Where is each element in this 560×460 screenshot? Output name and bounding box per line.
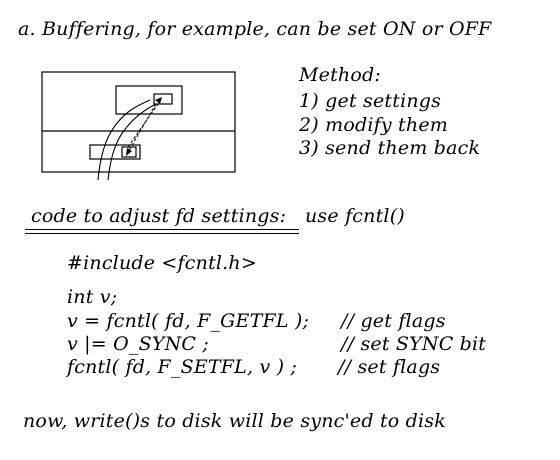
method-step-1: 1) get settings (299, 90, 442, 112)
code-comment-get: // get flags (341, 310, 446, 332)
get-arrow-head (155, 97, 162, 104)
upper-flag-box (153, 93, 173, 105)
set-arrow (127, 103, 157, 153)
pipe-left-stroke (97, 99, 151, 181)
code-line-set: fcntl( fd, F_SETFL, v ) ; (67, 356, 298, 378)
outer-box (41, 71, 236, 173)
method-step-2: 2) modify them (299, 114, 448, 136)
method-title: Method: (299, 64, 381, 86)
get-arrow (127, 100, 161, 148)
method-step-3: 3) send them back (299, 137, 481, 159)
heading-text: a. Buffering, for example, can be set ON… (18, 18, 492, 40)
section-title-rest: use fcntl() (305, 205, 405, 227)
code-declaration: int v; (67, 286, 118, 308)
code-line-get: v = fcntl( fd, F_GETFL ); (67, 310, 310, 332)
title-underline-1 (25, 229, 299, 230)
footer-text: now, write()s to disk will be sync'ed to… (23, 410, 446, 432)
code-comment-set: // set flags (338, 356, 441, 378)
section-title-underlined: code to adjust fd settings: (31, 205, 287, 227)
pipe-right-stroke (107, 103, 157, 181)
title-underline-2 (25, 233, 299, 234)
code-line-or: v |= O_SYNC ; (67, 333, 209, 355)
code-comment-or: // set SYNC bit (341, 333, 487, 355)
set-arrow-head (126, 148, 132, 156)
code-include: #include <fcntl.h> (67, 252, 257, 274)
